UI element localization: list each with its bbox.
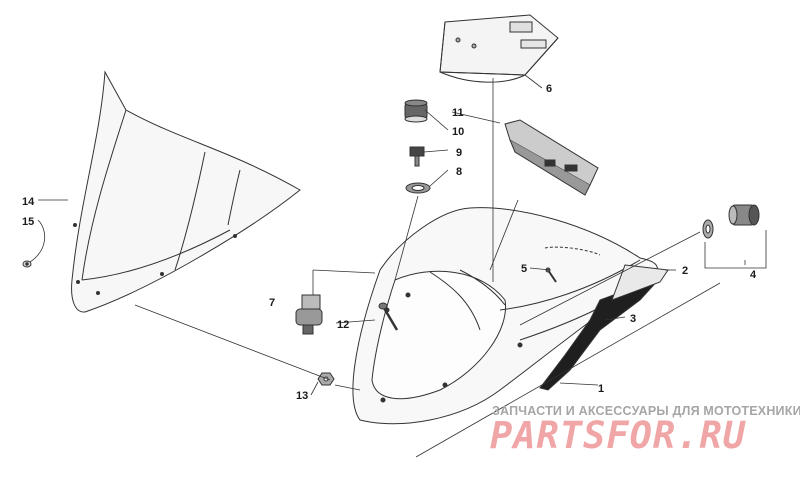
switch-7 <box>295 294 323 335</box>
callout-13: 13 <box>296 390 308 402</box>
callout-15: 15 <box>22 216 34 228</box>
leader-lines <box>29 74 767 458</box>
callout-11: 11 <box>452 107 464 119</box>
bolt-12 <box>378 302 399 331</box>
callout-3: 3 <box>630 313 636 325</box>
callout-4: 4 <box>750 269 757 281</box>
key-9 <box>409 146 425 167</box>
callout-2: 2 <box>682 265 688 277</box>
callout-10: 10 <box>452 126 464 138</box>
callout-1: 1 <box>598 383 604 395</box>
screw-15 <box>22 260 32 268</box>
watermark-subtitle: ЗАПЧАСТИ И АКСЕССУАРЫ ДЛЯ МОТОТЕХНИКИ <box>492 404 800 418</box>
cap-10 <box>404 99 428 123</box>
callout-labels: 1 2 3 4 5 6 7 8 9 10 11 12 13 14 15 <box>22 83 757 402</box>
callout-12: 12 <box>337 319 349 331</box>
callout-9: 9 <box>456 147 462 159</box>
side-panel <box>611 264 669 301</box>
windshield <box>71 70 301 313</box>
callout-6: 6 <box>546 83 552 95</box>
callout-7: 7 <box>269 297 275 309</box>
decal <box>539 277 661 391</box>
ring-8 <box>405 182 431 194</box>
callout-14: 14 <box>22 196 35 208</box>
power-outlet <box>702 204 760 239</box>
nut-13 <box>317 372 335 386</box>
callout-8: 8 <box>456 166 462 178</box>
gauge-11 <box>504 119 599 196</box>
watermark-brand: PARTSFOR.RU <box>490 414 747 457</box>
callout-5: 5 <box>521 263 527 275</box>
bag-cover <box>439 14 559 83</box>
